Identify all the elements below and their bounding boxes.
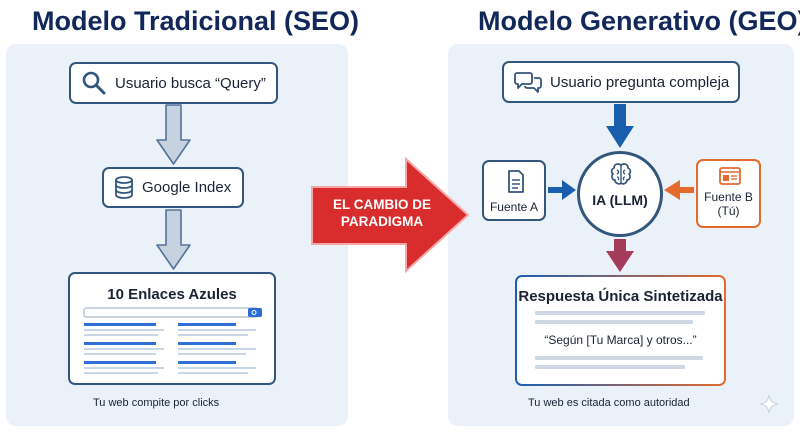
ai-label-text: IA (LLM)	[592, 192, 648, 208]
arrow-query-to-index	[156, 104, 191, 165]
blue-links-box: 10 Enlaces Azules	[68, 272, 276, 385]
search-icon	[81, 70, 107, 96]
google-index-box: Google Index	[102, 167, 244, 208]
question-box: Usuario pregunta compleja	[502, 61, 740, 103]
arrow-question-to-ia	[606, 104, 634, 148]
question-label: Usuario pregunta compleja	[550, 73, 730, 91]
sparkle-icon	[759, 394, 779, 414]
google-index-label: Google Index	[142, 179, 232, 196]
seo-title: Modelo Tradicional (SEO)	[32, 6, 360, 36]
document-icon	[507, 170, 525, 199]
source-a-label: Fuente A	[489, 200, 539, 214]
answer-text-lines	[535, 311, 705, 369]
source-b-label: Fuente B (Tú)	[698, 190, 759, 218]
seo-caption: Tu web compite por clicks	[93, 397, 220, 409]
arrow-index-to-results	[156, 209, 191, 270]
geo-title: Modelo Generativo (GEO)	[478, 6, 800, 36]
arrow-source-a-to-ia	[548, 180, 576, 200]
source-b-label-text: Fuente B (Tú)	[704, 190, 753, 218]
ai-llm-node: IA (LLM)	[577, 151, 663, 237]
arrow-ia-to-answer	[606, 239, 634, 272]
source-a-box: Fuente A	[482, 160, 546, 221]
brain-icon	[609, 162, 633, 193]
answer-title: Respuesta Única Sintetizada	[518, 288, 723, 305]
chat-bubbles-icon	[514, 70, 542, 94]
serp-mockup	[83, 307, 262, 374]
query-label: Usuario busca “Query”	[115, 74, 266, 92]
geo-caption: Tu web es citada como autoridad	[528, 397, 690, 409]
arrow-source-b-to-ia	[664, 180, 694, 200]
browser-window-icon	[719, 167, 741, 190]
answer-quote: “Según [Tu Marca] y otros...”	[544, 333, 697, 347]
query-box: Usuario busca “Query”	[69, 62, 278, 104]
source-b-box: Fuente B (Tú)	[696, 159, 761, 228]
ai-label: IA (LLM)	[580, 192, 660, 209]
synthesized-answer-box: Respuesta Única Sintetizada “Según [Tu M…	[515, 275, 726, 386]
paradigm-arrow	[311, 156, 470, 274]
blue-links-title: 10 Enlaces Azules	[107, 286, 237, 303]
database-icon	[114, 175, 134, 200]
paradigm-label: EL CAMBIO DE PARADIGMA	[332, 197, 431, 229]
